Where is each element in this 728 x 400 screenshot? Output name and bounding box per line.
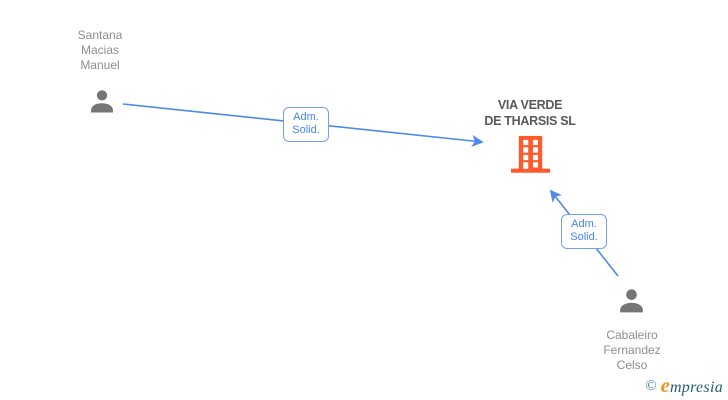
brand-name: mpresia — [669, 379, 723, 396]
person-icon — [620, 289, 643, 313]
brand-initial: e — [660, 373, 670, 397]
name-line: Celso — [616, 358, 648, 372]
person-icon — [91, 90, 113, 113]
edge-label-line: Adm. — [293, 111, 319, 123]
name-line: Manuel — [80, 58, 120, 72]
name-line: Santana — [77, 28, 123, 42]
name-line: DE THARSIS SL — [484, 114, 576, 128]
company-name-via-verde-de-tharsis: VIA VERDE DE THARSIS SL — [455, 97, 605, 129]
name-line: Cabaleiro — [606, 328, 658, 342]
edge-label-line: Adm. — [571, 218, 597, 230]
name-line: Macias — [80, 43, 119, 57]
person-icon-santana[interactable] — [88, 88, 116, 121]
edge-label-adm-solid-1: Adm. Solid. — [283, 107, 329, 142]
empresia-logo[interactable]: ©empresia — [645, 373, 723, 398]
name-line: Fernandez — [603, 343, 661, 357]
edge-label-line: Solid. — [570, 231, 598, 243]
person-name-santana-macias-manuel: Santana Macias Manuel — [40, 28, 160, 73]
copyright-icon: © — [645, 378, 657, 394]
name-line: VIA VERDE — [497, 98, 563, 112]
building-icon-via-verde[interactable] — [510, 134, 551, 179]
person-name-cabaleiro-fernandez-celso: Cabaleiro Fernandez Celso — [572, 328, 692, 373]
person-icon-cabaleiro[interactable] — [617, 287, 646, 321]
building-icon — [510, 135, 551, 173]
edge-label-adm-solid-2: Adm. Solid. — [561, 214, 607, 249]
edge-label-line: Solid. — [292, 124, 320, 136]
